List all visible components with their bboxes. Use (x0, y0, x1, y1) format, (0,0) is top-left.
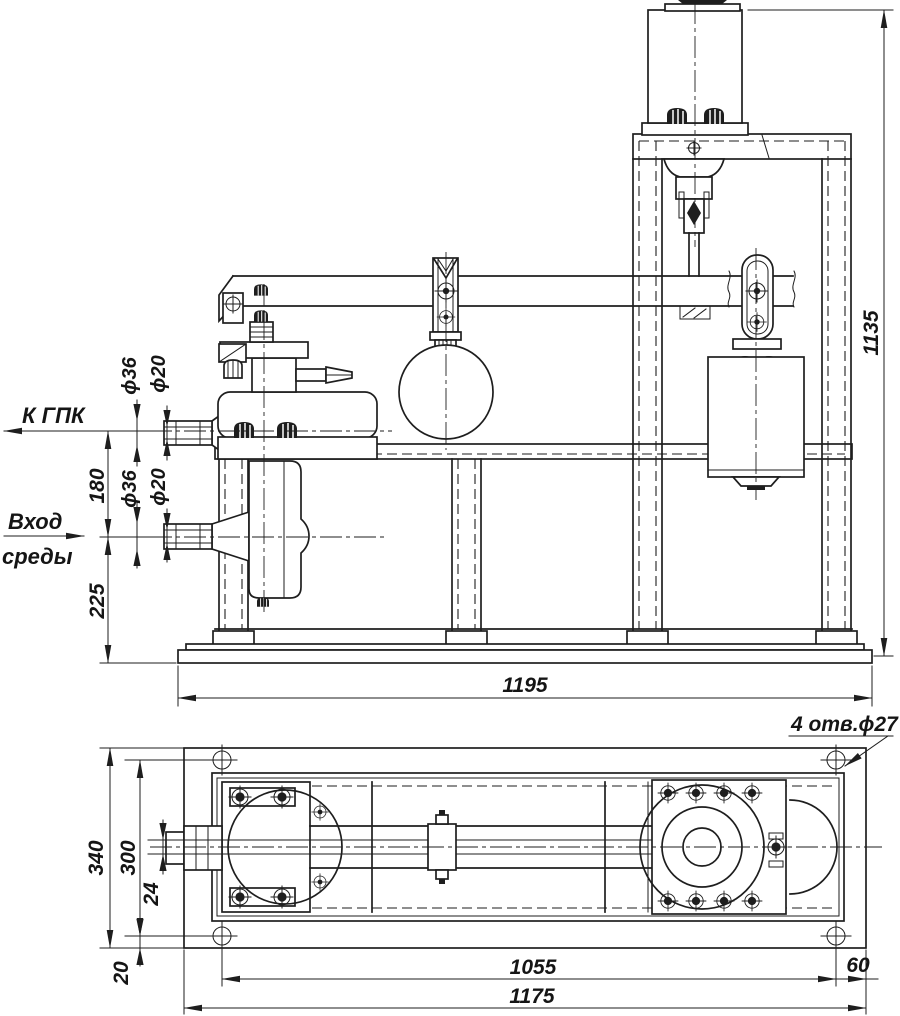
dim-hole-span-width: 300 (117, 840, 140, 875)
inlet-label-line2: среды (2, 544, 73, 569)
plan-view (150, 744, 882, 952)
holes-leader-arrow (844, 735, 889, 767)
dim-pipe-top-bore: ϕ20 (148, 355, 170, 392)
dim-pipe-bottom-outer: ϕ36 (119, 469, 141, 507)
outlet-label: К ГПК (22, 403, 86, 428)
dim-pipe-top-outer: ϕ36 (119, 356, 141, 394)
front-dimensions: К ГПК Вход среды ϕ36 ϕ20 ϕ36 ϕ20 180 225… (2, 9, 894, 707)
dim-base-length: 1195 (502, 674, 547, 697)
dim-hole-end-margin: 60 (846, 954, 870, 977)
base-plate (177, 643, 873, 664)
dim-shaft-width: 24 (140, 882, 163, 907)
front-centerlines (150, 2, 757, 612)
portal-frame (626, 133, 858, 646)
lever-beam (218, 270, 796, 324)
holes-note-label: 4 отв.ϕ27 (790, 713, 899, 736)
dim-plate-width: 340 (85, 840, 108, 875)
valve-assembly (163, 283, 378, 608)
valve-flask-body (248, 460, 310, 599)
plan-shaft-and-stub (165, 781, 653, 913)
dim-plate-length: 1175 (509, 985, 554, 1008)
motor-linkage (662, 140, 726, 277)
dim-pipe-spacing: 180 (86, 468, 109, 503)
dim-hole-edge-margin: 20 (110, 961, 133, 986)
dim-pipe-bottom-bore: ϕ20 (148, 468, 170, 505)
inlet-label-line1: Вход (8, 509, 62, 534)
dim-hole-span-length: 1055 (510, 956, 557, 979)
front-view (150, 0, 873, 664)
side-tap (295, 365, 353, 385)
dim-pipe-height: 225 (86, 583, 109, 619)
outlet-pipe-stub (163, 420, 213, 446)
inlet-pipe-stub (163, 523, 213, 550)
dim-overall-height: 1135 (860, 310, 883, 355)
holes-callout: 4 отв.ϕ27 (788, 713, 899, 767)
plan-dimensions: 340 300 24 20 1055 60 1175 4 отв.ϕ27 (85, 713, 899, 1015)
